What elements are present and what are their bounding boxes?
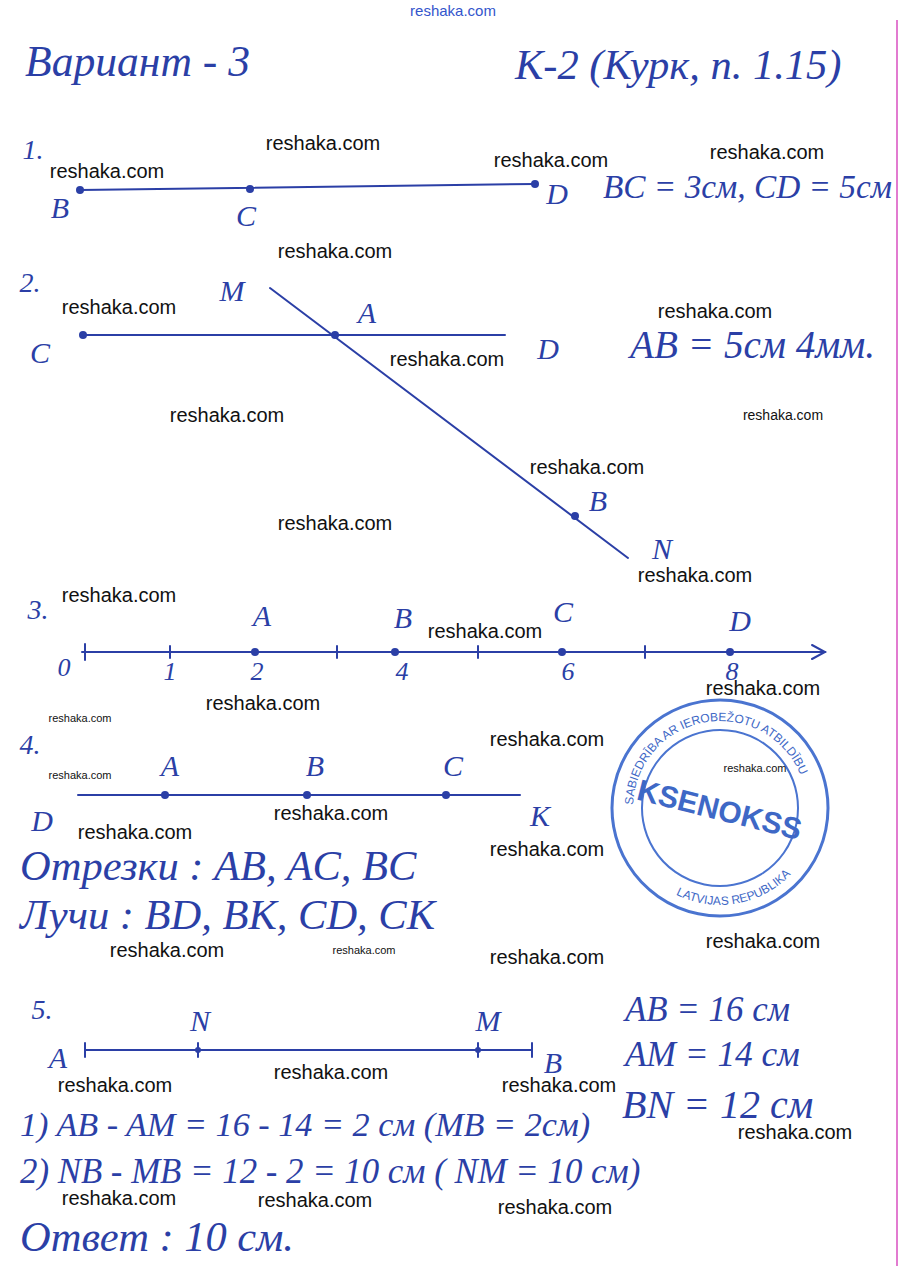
watermark-text: reshaka.com [333, 944, 396, 956]
handwritten-text: A [161, 749, 179, 782]
handwritten-text: 6 [562, 658, 575, 687]
handwritten-text: B [51, 191, 69, 224]
watermark-text: reshaka.com [390, 348, 505, 370]
watermark-text: reshaka.com [490, 946, 605, 968]
handwritten-text: 5. [32, 995, 53, 1026]
watermark-text: reshaka.com [724, 762, 787, 774]
watermark-text: reshaka.com [490, 838, 605, 860]
handwritten-text: N [652, 532, 672, 565]
handwritten-text: 1. [23, 135, 44, 166]
watermark-text: reshaka.com [530, 456, 645, 478]
handwritten-text: 1) AB - AM = 16 - 14 = 2 см (MB = 2см) [20, 1106, 590, 1144]
handwritten-text: K [530, 799, 550, 832]
watermark-text: reshaka.com [62, 296, 177, 318]
handwritten-text: Вариант - 3 [25, 38, 250, 86]
handwritten-text: A [358, 296, 376, 329]
handwritten-text: B [306, 749, 324, 782]
handwritten-text: AB = 16 см [625, 991, 790, 1029]
handwritten-text: 1 [164, 658, 177, 687]
handwritten-text: B [394, 601, 412, 634]
handwritten-text: D [537, 332, 559, 365]
handwritten-text: B [589, 484, 607, 517]
watermark-text: reshaka.com [638, 564, 753, 586]
watermark-text: reshaka.com [428, 620, 543, 642]
stamp-ring-text: LATVIJAS REPUBLIKA [673, 865, 797, 917]
watermark-text: reshaka.com [502, 1074, 617, 1096]
watermark-text: reshaka.com [49, 712, 112, 724]
watermark-text: reshaka.com [110, 939, 225, 961]
handwritten-text: Ответ : 10 см. [20, 1214, 294, 1261]
handwritten-text: C [553, 595, 573, 628]
handwritten-text: 2) NB - MB = 12 - 2 = 10 см ( NM = 10 см… [20, 1153, 640, 1191]
watermark-text: reshaka.com [78, 821, 193, 843]
watermark-text: reshaka.com [206, 692, 321, 714]
watermark-text: reshaka.com [266, 132, 381, 154]
watermark-text: reshaka.com [494, 149, 609, 171]
watermark-text: reshaka.com [278, 240, 393, 262]
handwritten-text: 4 [396, 658, 409, 687]
watermark-text: reshaka.com [62, 584, 177, 606]
watermark-text: reshaka.com [58, 1074, 173, 1096]
handwritten-text: 2. [20, 268, 41, 299]
handwritten-text: 2 [251, 658, 264, 687]
watermark-text: reshaka.com [62, 1187, 177, 1209]
watermark-text: reshaka.com [710, 141, 825, 163]
watermark-text: reshaka.com [706, 677, 821, 699]
company-stamp: SABIEDRĪBA AR IEROBEŽOTU ATBILDĪBUKSENOK… [595, 683, 845, 933]
handwritten-text: BC = 3см, CD = 5см [603, 169, 892, 206]
watermark-text: reshaka.com [258, 1189, 373, 1211]
watermark-text: reshaka.com [410, 3, 496, 20]
handwritten-text: M [476, 1004, 501, 1037]
handwritten-text: C [236, 199, 256, 232]
handwritten-text: 4. [20, 730, 41, 761]
handwritten-text: К-2 (Курк, п. 1.15) [515, 42, 842, 89]
watermark-text: reshaka.com [170, 404, 285, 426]
margin-line [896, 20, 898, 1266]
handwritten-text: A [253, 599, 271, 632]
watermark-text: reshaka.com [498, 1196, 613, 1218]
handwritten-text: 0 [58, 654, 71, 683]
watermark-text: reshaka.com [490, 728, 605, 750]
handwritten-text: B [544, 1046, 562, 1079]
handwritten-text: 3. [28, 595, 49, 626]
stamp-ring-text: LATVIJAS REPUBLIKA [673, 865, 797, 917]
watermark-text: reshaka.com [658, 300, 773, 322]
handwritten-text: M [220, 274, 245, 307]
watermark-text: reshaka.com [738, 1121, 853, 1143]
stamp-name: KSENOKSS [634, 773, 805, 846]
handwritten-text: AB = 5см 4мм. [630, 323, 875, 366]
handwritten-text: C [30, 336, 50, 369]
handwritten-text: BN = 12 см [622, 1083, 813, 1127]
watermark-text: reshaka.com [50, 160, 165, 182]
watermark-text: reshaka.com [274, 1061, 389, 1083]
handwritten-text: D [31, 804, 53, 837]
watermark-text: reshaka.com [706, 930, 821, 952]
handwritten-text: A [49, 1041, 67, 1074]
handwritten-text: N [190, 1004, 210, 1037]
handwritten-text: Отрезки : AB, AC, BC [20, 843, 416, 890]
watermark-text: reshaka.com [274, 802, 389, 824]
handwritten-text: Лучи : BD, BK, CD, CK [20, 892, 435, 939]
handwritten-text: D [546, 177, 568, 210]
handwritten-text: AM = 14 см [625, 1036, 800, 1075]
watermark-text: reshaka.com [49, 769, 112, 781]
handwritten-text: C [443, 749, 463, 782]
watermark-text: reshaka.com [743, 408, 823, 423]
handwritten-text: D [729, 604, 751, 637]
watermark-text: reshaka.com [278, 512, 393, 534]
